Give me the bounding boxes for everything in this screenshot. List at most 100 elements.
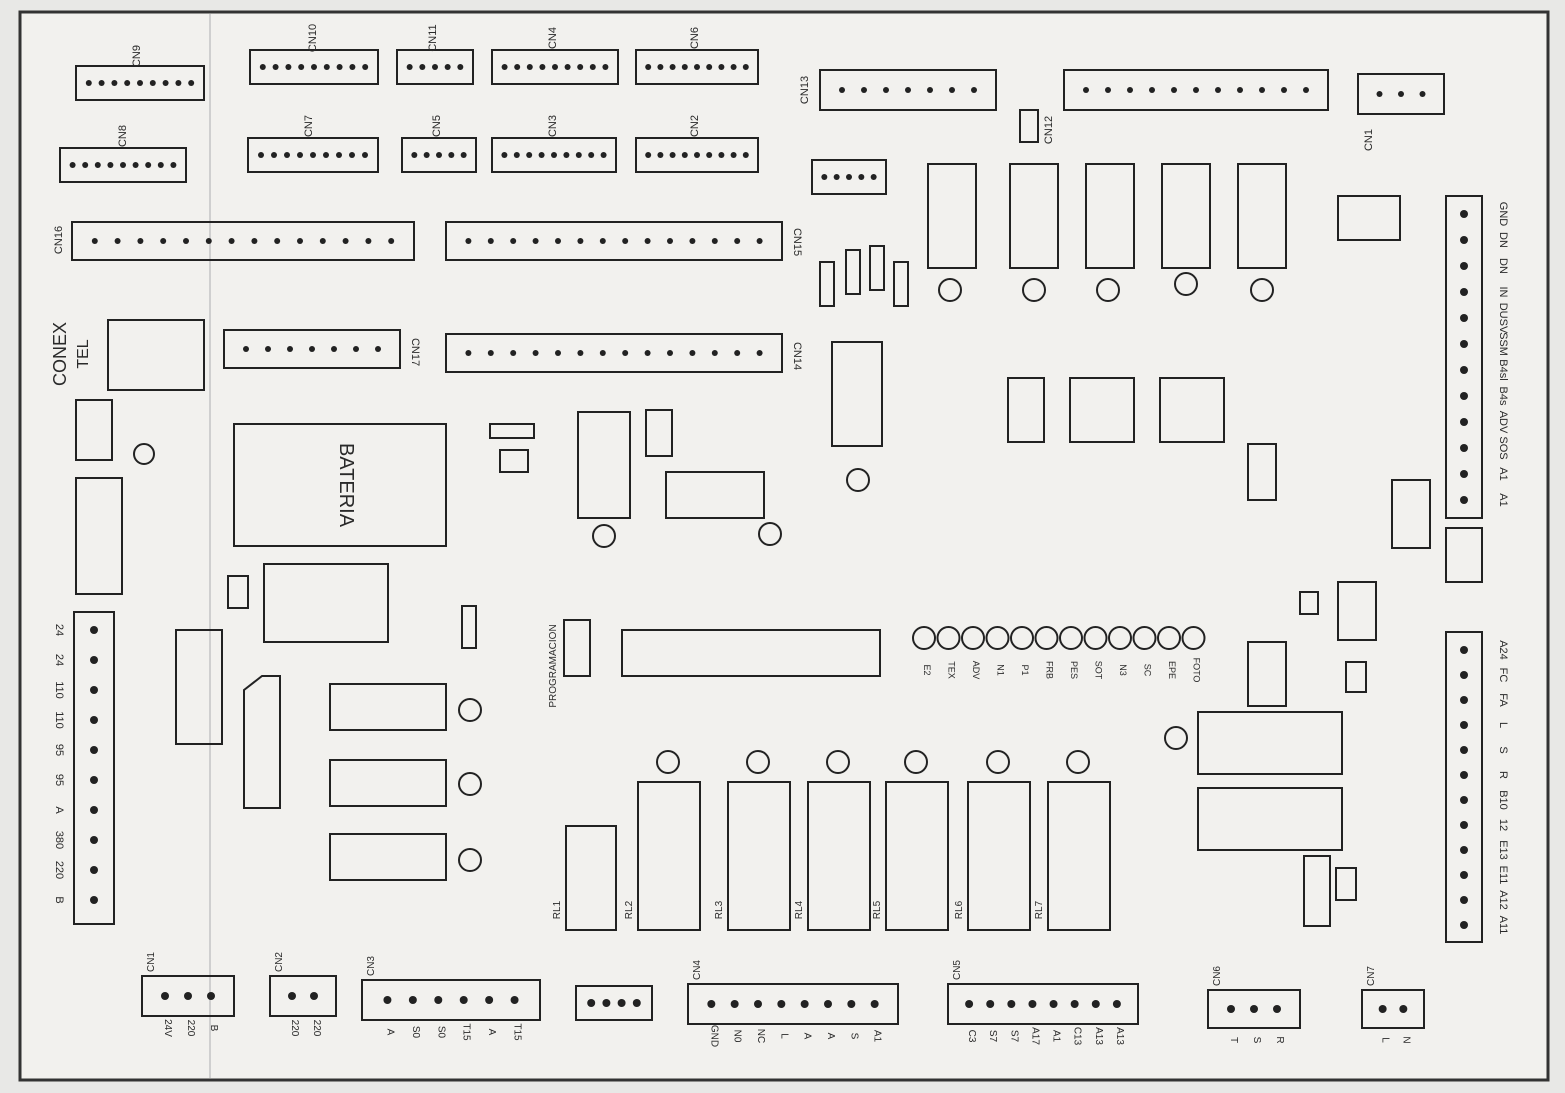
right-lower-terminal-label: FA xyxy=(1497,693,1509,707)
bottom-pin-label: S0 xyxy=(435,1026,446,1039)
cn8-header xyxy=(621,629,881,677)
left-terminal-label: 24 xyxy=(53,654,65,666)
left-terminal-label: 24 xyxy=(53,624,65,636)
cn2-top-connector xyxy=(635,137,759,173)
tel-label: TEL xyxy=(75,339,92,368)
cn10-small xyxy=(1247,641,1287,707)
subir-relay xyxy=(1069,377,1135,443)
right-upper-terminal-label: SSM xyxy=(1497,332,1509,356)
bottom-pin-label: L xyxy=(1380,1037,1391,1043)
bottom-connector xyxy=(947,983,1139,1025)
led-label: EPE xyxy=(1167,661,1177,679)
relay-leds xyxy=(133,272,1274,872)
bottom-pin-label: NC xyxy=(755,1029,766,1043)
right-lower-terminal-label: S xyxy=(1497,746,1509,753)
rd1-component xyxy=(263,563,389,643)
programacion-jumper xyxy=(563,619,591,677)
right-upper-terminal-label: B4s xyxy=(1497,387,1509,406)
resistor-3 xyxy=(869,245,885,291)
strip-labels: CN15 CN16 CN17 CN14 xyxy=(53,226,803,370)
led-label: FOTO xyxy=(1192,658,1202,683)
bottom-pin-label: B xyxy=(208,1025,219,1032)
cn5-top-connector xyxy=(401,137,477,173)
led-label: PES xyxy=(1069,661,1079,679)
right-lower-terminal xyxy=(1445,631,1483,943)
led-label: ADV xyxy=(971,661,981,680)
left-terminal-label: B xyxy=(53,896,65,903)
conex-label: CONEX xyxy=(50,322,70,386)
bottom-relay-label: RL7 xyxy=(1034,900,1045,919)
label-cn10: CN10 xyxy=(307,24,319,52)
bottom-pin-label: L xyxy=(778,1033,789,1039)
resistor-1 xyxy=(819,261,835,307)
rl11-relay xyxy=(1161,163,1211,269)
cn15-strip xyxy=(445,221,783,261)
right-lower-terminal-label: E13 xyxy=(1497,840,1509,860)
bottom-pin-label: C13 xyxy=(1072,1027,1083,1046)
rl17-relay xyxy=(577,411,631,519)
bottom-pin-label: A13 xyxy=(1114,1027,1125,1045)
label-cn4-top: CN4 xyxy=(547,27,559,49)
cn11-connector xyxy=(396,49,474,85)
bottom-relay-label: RL6 xyxy=(954,900,965,919)
bottom-connector xyxy=(1207,989,1301,1029)
label-cn9: CN9 xyxy=(131,45,143,67)
pl2-jumper xyxy=(1335,867,1357,901)
pl4-jumper xyxy=(1299,591,1319,615)
resistor-4 xyxy=(893,261,909,307)
left-labels: TEL CONEX BATERIA xyxy=(50,322,357,528)
bottom-pin-label: A17 xyxy=(1029,1027,1040,1045)
rl14-relay xyxy=(927,163,977,269)
right-upper-terminal-label: IN xyxy=(1497,287,1509,298)
cn7-top-connector xyxy=(247,137,379,173)
bottom-pin-label: A13 xyxy=(1093,1027,1104,1045)
bottom-relay xyxy=(1047,781,1111,931)
cn14-strip xyxy=(445,333,783,373)
sw1-switch xyxy=(1247,443,1277,501)
label-cn12: CN12 xyxy=(1043,116,1055,144)
right-lower-terminal-label: FC xyxy=(1497,668,1509,683)
right-lower-terminal-label: L xyxy=(1497,722,1509,728)
bottom-connector-label: CN5 xyxy=(952,960,963,980)
right-upper-terminal-label: GND xyxy=(1497,202,1509,227)
bottom-relay-label: RL5 xyxy=(872,900,883,919)
led-label: SOT xyxy=(1094,661,1104,680)
right-upper-terminal-label: SOS xyxy=(1497,436,1509,459)
left-terminal-label: 110 xyxy=(53,681,65,699)
bottom-connector-label: CN3 xyxy=(366,956,377,976)
led-label: P1 xyxy=(1020,664,1030,675)
right-lower-terminal-label: B10 xyxy=(1497,790,1509,810)
l7-relay xyxy=(831,341,883,447)
small-capacitor xyxy=(489,423,535,439)
rl9-relay xyxy=(1197,711,1343,775)
right-upper-terminal xyxy=(1445,195,1483,519)
right-lower-terminal-label: A24 xyxy=(1497,640,1509,660)
rl12-relay xyxy=(1085,163,1135,269)
right-lower-terminal-label: A12 xyxy=(1497,890,1509,910)
pl5-jumper xyxy=(1019,109,1039,143)
cn1-top-connector xyxy=(1357,73,1445,115)
bottom-pin-label: S7 xyxy=(987,1030,998,1043)
connector-pins xyxy=(69,64,1426,356)
bottom-connector xyxy=(575,985,653,1021)
bottom-connector xyxy=(141,975,235,1017)
label-cn3-top: CN3 xyxy=(547,115,559,137)
bottom-relay xyxy=(637,781,701,931)
bottom-pin-label: S7 xyxy=(1008,1030,1019,1043)
bottom-relay xyxy=(885,781,949,931)
bottom-pin-label: C3 xyxy=(966,1030,977,1043)
bottom-pin-label: N0 xyxy=(732,1030,743,1043)
left-terminal-label: A xyxy=(53,806,65,814)
led-label: N1 xyxy=(996,664,1006,676)
bajar-relay xyxy=(1159,377,1225,443)
bottom-connector-label: CN1 xyxy=(146,952,157,972)
bottom-pin-label: A xyxy=(486,1029,497,1036)
label-cn7-top: CN7 xyxy=(303,115,315,137)
right-upper-terminal-label: DN xyxy=(1497,232,1509,248)
ptcl-relay xyxy=(329,683,447,731)
label-cn13: CN13 xyxy=(799,76,811,104)
resistor-2 xyxy=(845,249,861,295)
right-lower-terminal-label: R xyxy=(1497,771,1509,779)
bottom-pin-label: A xyxy=(384,1029,395,1036)
